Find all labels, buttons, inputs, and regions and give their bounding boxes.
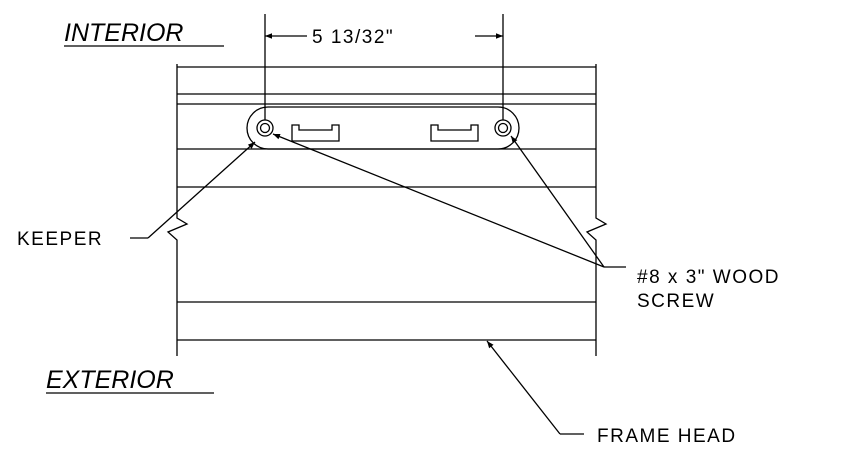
- screw-leader: [272, 133, 626, 268]
- screw-label-line2: SCREW: [637, 291, 715, 312]
- keeper-label: KEEPER: [17, 229, 103, 250]
- keeper-leader: [130, 141, 256, 239]
- frame-head-label: FRAME HEAD: [597, 426, 737, 447]
- dimension-text: 5 13/32": [312, 27, 394, 48]
- left-break-line: [166, 64, 189, 356]
- frame-head-profile: [177, 66, 596, 341]
- screw-right: [494, 119, 512, 137]
- dimension-line: [264, 14, 504, 120]
- frame-head-leader: [486, 340, 584, 435]
- screw-label-line1: #8 x 3" WOOD: [637, 267, 780, 288]
- screw-left: [256, 119, 274, 137]
- right-break-line: [585, 64, 608, 356]
- keeper-plate: [246, 106, 520, 150]
- exterior-label: EXTERIOR: [46, 366, 174, 394]
- interior-label: INTERIOR: [64, 19, 183, 47]
